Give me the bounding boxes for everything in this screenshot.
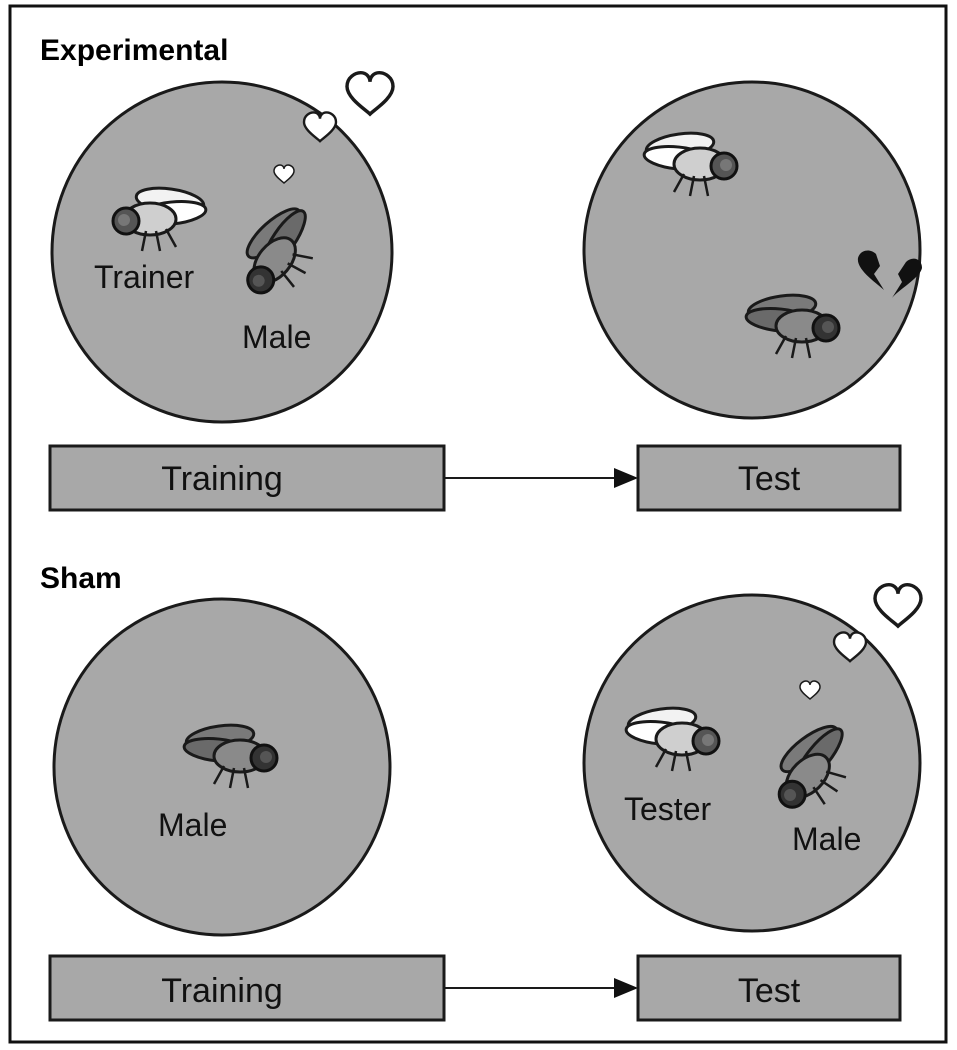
experimental-training-label: Training: [161, 460, 283, 498]
sham-test-male-label: Male: [792, 821, 861, 857]
experimental-training-arena: Trainer Male: [50, 80, 394, 424]
experimental-heading: Experimental: [40, 34, 228, 67]
trainer-label: Trainer: [94, 259, 195, 295]
sham-test-label: Test: [738, 972, 801, 1010]
sham-male-label: Male: [158, 807, 227, 843]
sham-test-arena: Tester Male: [582, 593, 922, 933]
experimental-test-box: [636, 444, 902, 512]
sham-training-arena: Male: [52, 597, 392, 937]
experimental-test-label: Test: [738, 460, 801, 498]
sham-training-label: Training: [161, 972, 283, 1010]
broken-heart-icon: [857, 250, 922, 298]
tester-label: Tester: [624, 791, 711, 827]
male-label: Male: [242, 319, 311, 355]
sham-test-box: [636, 954, 902, 1022]
sham-heading: Sham: [40, 562, 122, 595]
experimental-test-arena: [582, 80, 922, 420]
